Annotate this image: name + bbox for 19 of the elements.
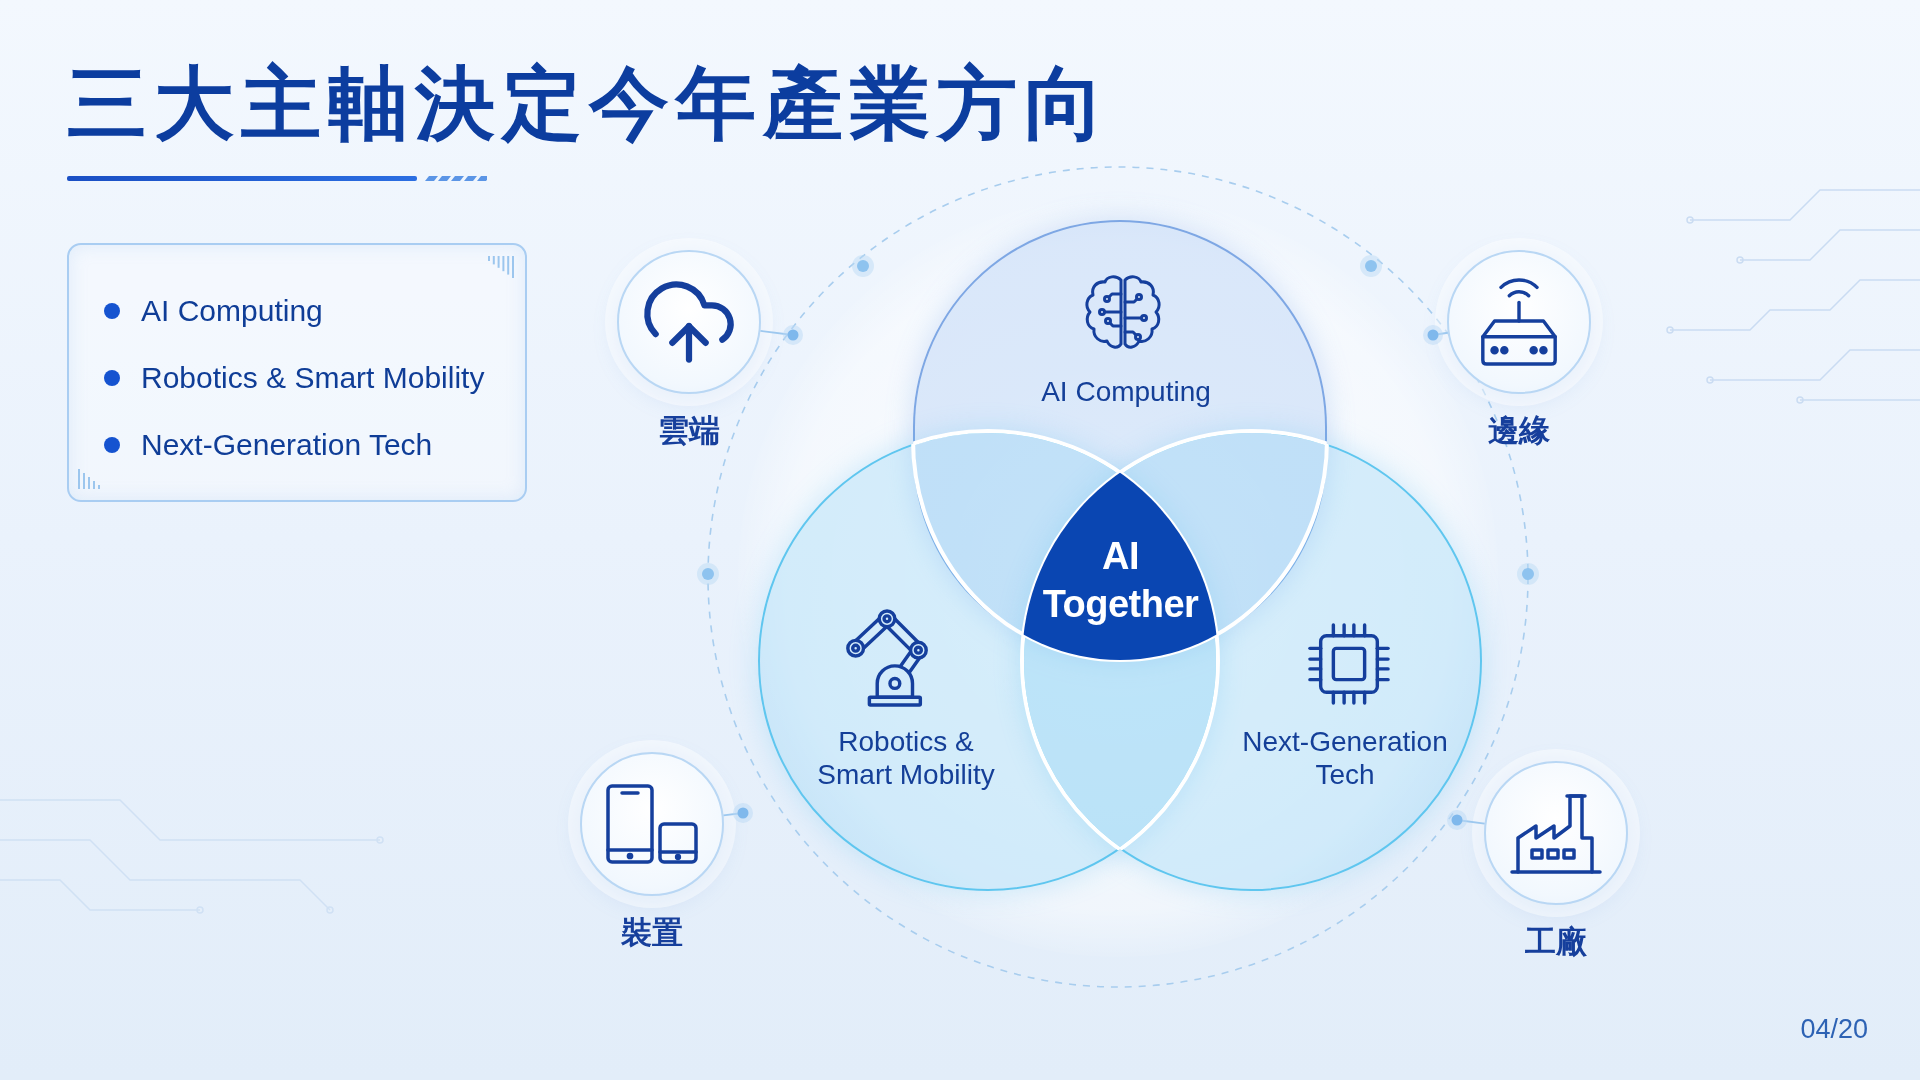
- connector-line: [1423, 325, 1449, 345]
- connector-line: [759, 325, 803, 345]
- venn-circle-label: Next-Generation Tech: [1241, 725, 1449, 791]
- slide-title: 三大主軸決定今年產業方向: [67, 58, 1111, 150]
- icon-caption: 邊緣: [1488, 412, 1550, 450]
- venn-center-region: [1024, 473, 1217, 661]
- venn-circle-label: Robotics & Smart Mobility: [816, 725, 996, 791]
- list-item-text: Next-Generation Tech: [141, 427, 433, 463]
- connector-line: [722, 803, 753, 823]
- connector-line: [1447, 810, 1486, 830]
- icon-caption: 雲端: [658, 412, 720, 450]
- list-item-text: Robotics & Smart Mobility: [141, 360, 485, 396]
- icon-caption: 工廠: [1525, 923, 1587, 961]
- topic-list-panel: [67, 243, 527, 502]
- venn-circle-label: AI Computing: [1041, 375, 1211, 408]
- icon-caption: 裝置: [621, 914, 683, 952]
- list-item-text: AI Computing: [141, 293, 323, 329]
- page-number: 04/20: [1800, 1013, 1868, 1046]
- center-label: AI Together: [1041, 534, 1200, 627]
